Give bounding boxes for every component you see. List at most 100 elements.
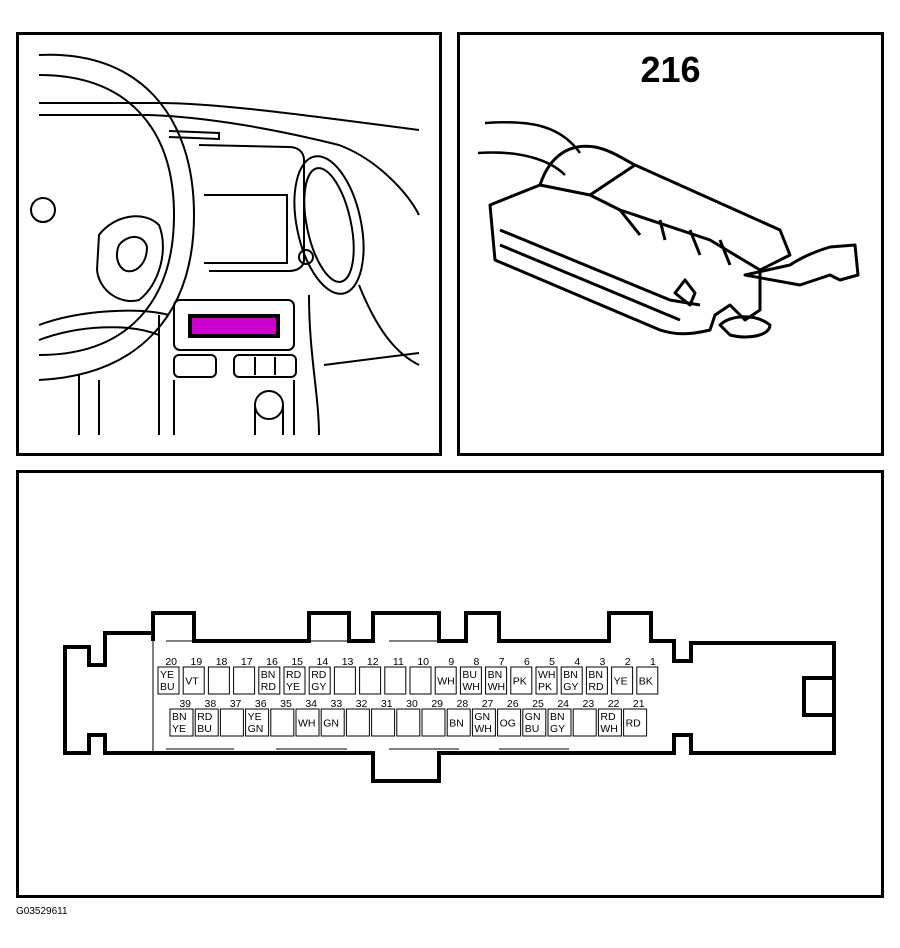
pin-number: 22 xyxy=(608,698,620,710)
wire-color: VT xyxy=(185,676,199,688)
pin-number: 36 xyxy=(255,698,267,710)
pin-box xyxy=(320,708,345,737)
pin-cell-18: 18 xyxy=(207,656,230,695)
pin-number: 31 xyxy=(381,698,393,710)
pin-cell-35: 35 xyxy=(270,698,295,737)
pin-cell-29: 29 xyxy=(421,698,446,737)
pin-cell-11: 11 xyxy=(384,656,407,695)
pin-cell-23: 23 xyxy=(572,698,597,737)
figure-id: G03529611 xyxy=(16,906,68,917)
pin-number: 26 xyxy=(507,698,519,710)
dashboard-drawing xyxy=(30,53,420,436)
pin-number: 20 xyxy=(165,656,177,668)
pin-box xyxy=(497,708,522,737)
pin-box xyxy=(597,708,622,737)
wire-color: BN xyxy=(550,711,565,723)
wire-color: BN xyxy=(172,711,187,723)
wire-color: WH xyxy=(538,669,556,681)
wire-color: WH xyxy=(437,676,455,688)
pin-box xyxy=(207,666,230,695)
wire-color: YE xyxy=(248,711,262,723)
pin-number: 15 xyxy=(291,656,303,668)
pin-box xyxy=(345,708,370,737)
wire-color: WH xyxy=(462,681,480,693)
pin-box xyxy=(459,666,482,695)
pin-cell-13: 13 xyxy=(333,656,356,695)
wire-color: YE xyxy=(286,681,300,693)
pin-box xyxy=(233,666,256,695)
pin-number: 23 xyxy=(583,698,595,710)
wire-color: BU xyxy=(462,669,477,681)
pin-cell-32: 32 xyxy=(345,698,370,737)
wire-color: BU xyxy=(160,681,175,693)
pin-number: 6 xyxy=(524,656,530,668)
pin-number: 13 xyxy=(342,656,354,668)
pin-cell-12: 12 xyxy=(359,656,382,695)
pin-box xyxy=(371,708,396,737)
pin-box xyxy=(547,708,572,737)
wire-color: WH xyxy=(488,681,506,693)
wire-color: WH xyxy=(474,723,492,735)
wire-color: BN xyxy=(261,669,276,681)
wire-color: WH xyxy=(600,723,618,735)
wire-color: GN xyxy=(474,711,490,723)
pin-box xyxy=(245,708,270,737)
pin-number: 11 xyxy=(393,656,404,668)
pin-number: 7 xyxy=(499,656,505,668)
pin-number: 39 xyxy=(179,698,191,710)
wire-color: OG xyxy=(500,718,516,730)
pin-box xyxy=(636,666,659,695)
wire-color: RD xyxy=(588,681,604,693)
pin-cell-17: 17 xyxy=(233,656,256,695)
wire-color: YE xyxy=(614,676,628,688)
wire-color: GN xyxy=(248,723,264,735)
wire-color: BN xyxy=(588,669,603,681)
wire-color: PK xyxy=(513,676,527,688)
pin-cell-6: 6PK xyxy=(510,656,533,695)
pin-box xyxy=(219,708,244,737)
pin-cell-10: 10 xyxy=(409,656,432,695)
pin-number: 28 xyxy=(457,698,469,710)
connector-number: 216 xyxy=(640,49,701,90)
wire-color: BU xyxy=(525,723,540,735)
wire-color: RD xyxy=(197,711,213,723)
wire-color: RD xyxy=(286,669,302,681)
pin-box xyxy=(308,666,331,695)
wire-color: BN xyxy=(563,669,578,681)
wire-color: WH xyxy=(298,718,316,730)
pin-box xyxy=(572,708,597,737)
pin-number: 33 xyxy=(331,698,343,710)
pin-cell-30: 30 xyxy=(396,698,421,737)
pin-number: 18 xyxy=(216,656,228,668)
pin-number: 4 xyxy=(574,656,580,668)
pin-box xyxy=(611,666,634,695)
pin-number: 30 xyxy=(406,698,418,710)
pin-number: 3 xyxy=(600,656,606,668)
pin-number: 9 xyxy=(448,656,454,668)
pin-number: 16 xyxy=(266,656,278,668)
connector-panel: 216 xyxy=(457,32,884,456)
pin-box xyxy=(359,666,382,695)
pin-number: 1 xyxy=(650,656,656,668)
pin-cell-31: 31 xyxy=(371,698,396,737)
pin-box xyxy=(560,666,583,695)
pin-box xyxy=(182,666,205,695)
wire-color: YE xyxy=(160,669,174,681)
pin-cell-9: 9WH xyxy=(434,656,457,695)
